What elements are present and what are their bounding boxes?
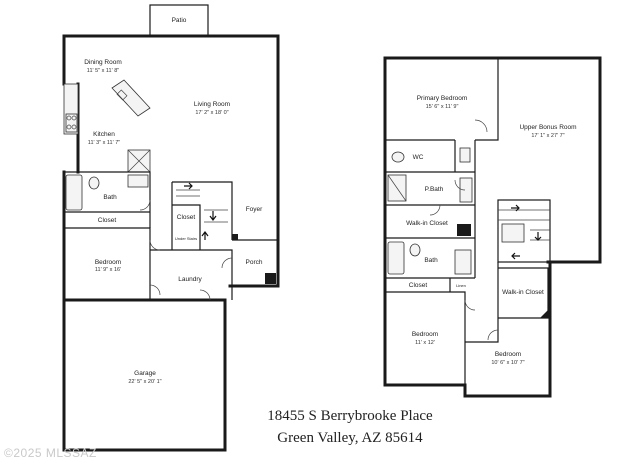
wc-toilet (391, 151, 405, 163)
bathtub (65, 174, 83, 211)
stair-arrow-up-icon (201, 231, 209, 240)
garage-label: Garage (134, 370, 156, 377)
upper-closet-label: Closet (409, 282, 428, 289)
upper-floor: Primary Bedroom 15' 6" x 11' 9" Upper Bo… (383, 56, 602, 398)
ground-stairs (176, 182, 228, 240)
pbath-label: P.Bath (425, 186, 444, 193)
vanity (127, 174, 149, 188)
dining-room-label: Dining Room (84, 59, 122, 66)
upper-stair-arrow-right-icon (511, 204, 520, 212)
bedroom3-label: Bedroom (495, 351, 521, 358)
upper-bath-label: Bath (424, 257, 438, 264)
under-stairs-label: Under Stairs (175, 236, 197, 241)
living-room-label: Living Room (194, 101, 230, 108)
ground-outer-wall-top-right (62, 34, 280, 288)
stair-closet-label: Closet (177, 214, 196, 221)
upper-stairs (497, 199, 551, 263)
foyer-column (232, 234, 238, 240)
dining-room-dims: 11' 5" x 11' 8" (87, 68, 119, 74)
walkin-label: Walk-in Closet (502, 289, 544, 296)
toilet (88, 176, 100, 190)
porch-label: Porch (246, 259, 263, 266)
ground-bedroom-dims: 11' 9" x 16' (95, 267, 121, 273)
ground-closet-label: Closet (98, 217, 117, 224)
wc-label: WC (413, 154, 424, 161)
walkin-closet-label: Walk-in Closet (406, 220, 448, 227)
upper-stair-arrow-left-icon (511, 252, 520, 260)
copyright-watermark: ©2025 MLSSAZ (4, 446, 97, 460)
patio-label: Patio (172, 17, 187, 24)
upper-outer-wall-top (383, 56, 602, 264)
wall-bath (64, 171, 151, 228)
primary-bedroom-label: Primary Bedroom (417, 95, 468, 102)
ground-floor: Patio (62, 4, 280, 452)
stair-landing (501, 223, 525, 243)
linen-label: Linen (456, 283, 466, 288)
address-line1: 18455 S Berrybrooke Place (267, 408, 433, 424)
upper-bathtub (387, 241, 405, 275)
garage-dims: 22' 5" x 20' 1" (128, 379, 161, 385)
stove (65, 113, 78, 133)
stair-arrow-right-icon (184, 182, 193, 190)
bedroom3-dims: 10' 6" x 10' 7" (491, 360, 524, 366)
ground-bedroom-label: Bedroom (95, 259, 121, 266)
laundry-label: Laundry (178, 276, 202, 283)
porch-column (265, 273, 276, 284)
bedroom2-dims: 11' x 12' (415, 340, 435, 346)
stair-arrow-down-icon (209, 211, 217, 221)
kitchen-label: Kitchen (93, 131, 115, 138)
upper-vanity (454, 249, 472, 275)
ground-bath-label: Bath (103, 194, 117, 201)
pbath-sink (459, 147, 471, 163)
bonus-room-dims: 17' 1" x 27' 7" (531, 133, 564, 139)
address-line2: Green Valley, AZ 85614 (277, 430, 423, 446)
walkin-corner (540, 308, 550, 318)
pbath-vanity (459, 177, 473, 203)
primary-bedroom-dims: 15' 6" x 11' 9" (426, 104, 459, 110)
upper-outer-wall-left (383, 56, 467, 387)
kitchen-dims: 11' 3" x 11' 7" (88, 140, 120, 146)
upper-toilet (409, 243, 421, 257)
upper-outer-wall-bottom (463, 260, 552, 398)
kitchen-island (111, 79, 151, 117)
upper-stair-arrow-down-icon (534, 232, 542, 241)
foyer-label: Foyer (246, 206, 263, 213)
upper-dark-block (457, 224, 471, 236)
living-room-dims: 17' 2" x 18' 0" (195, 110, 228, 116)
ground-wall-left-lower (62, 170, 227, 452)
bonus-room-label: Upper Bonus Room (519, 124, 576, 131)
bedroom2-label: Bedroom (412, 331, 438, 338)
